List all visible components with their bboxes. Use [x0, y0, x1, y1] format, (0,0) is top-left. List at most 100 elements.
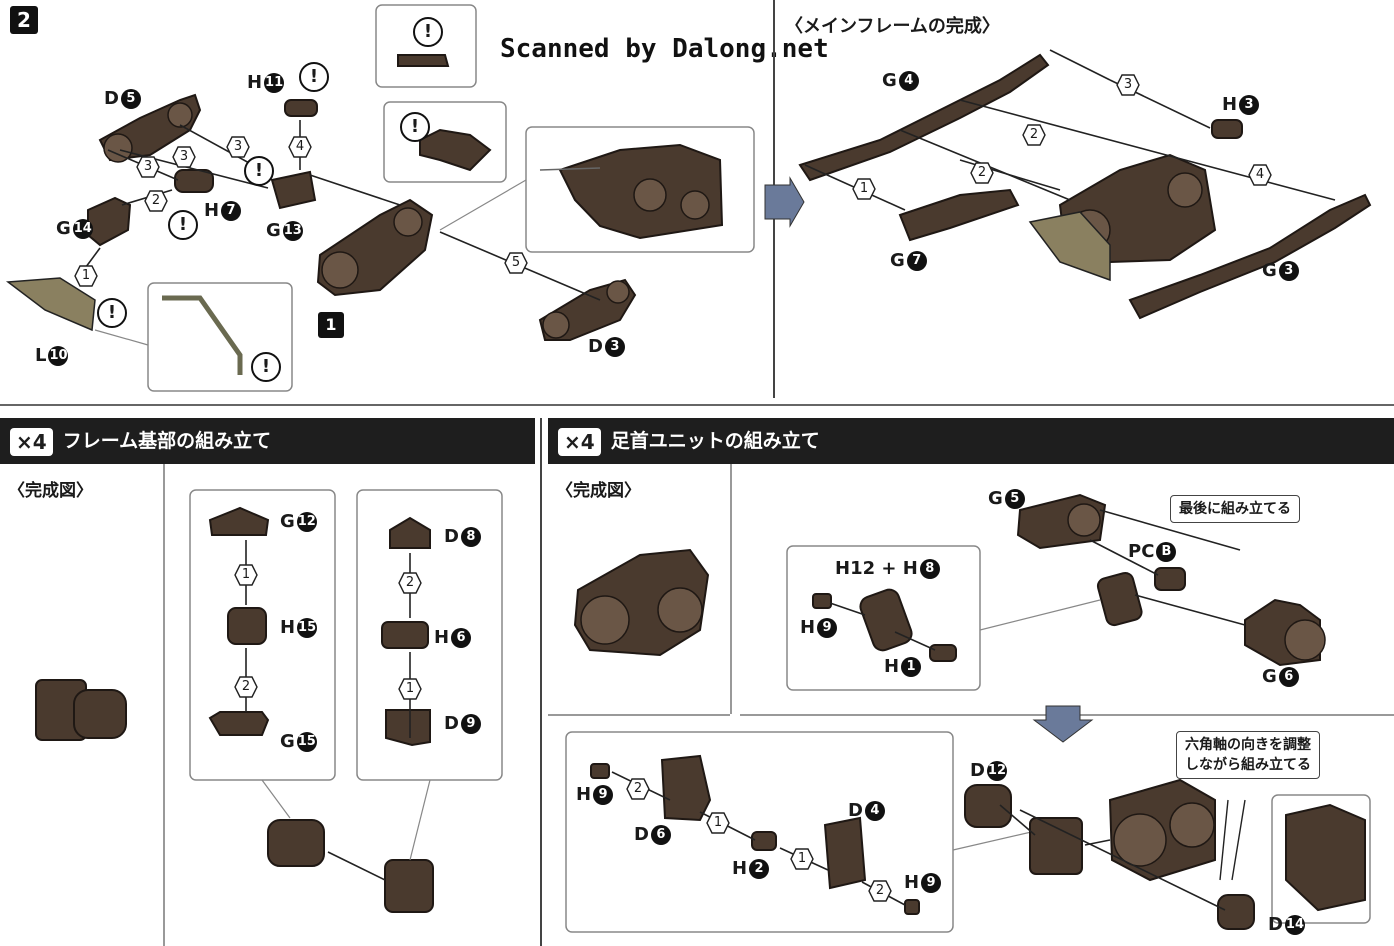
top-divider-horizontal — [0, 404, 1394, 406]
warning-icon: ! — [168, 210, 198, 240]
warning-icon: ! — [413, 17, 443, 47]
completed-frame-base — [35, 679, 127, 741]
step-badge-1: 1 — [318, 312, 344, 338]
multiplier-badge: ×4 — [558, 427, 601, 456]
part-g5 — [1016, 493, 1107, 550]
frame-base-assembly — [267, 819, 434, 913]
part-ankle-stack — [1029, 817, 1083, 875]
part-h9-top — [812, 593, 832, 609]
middle-divider — [540, 418, 542, 946]
completed-view-label-right: 〈完成図〉 — [556, 481, 641, 501]
step-marker-2: 2 — [868, 880, 892, 902]
part-h9-bottom — [904, 899, 920, 915]
part-h7 — [174, 169, 214, 193]
part-d3 — [538, 278, 637, 341]
step-marker-1: 1 — [706, 812, 730, 834]
completed-ankle-unit — [573, 548, 710, 657]
part-ankle-frame — [1108, 778, 1216, 882]
step-marker-1: 1 — [852, 178, 876, 200]
part-g13 — [270, 170, 317, 210]
part-l10 — [5, 277, 96, 332]
step-marker-2: 2 — [398, 572, 422, 594]
part-h12-h8 — [859, 588, 913, 652]
left-completed-divider — [163, 464, 165, 946]
step-marker-3: 3 — [1116, 74, 1140, 96]
part-h2 — [751, 831, 777, 851]
warning-icon: ! — [251, 352, 281, 382]
part-g4 — [798, 53, 1050, 182]
step-marker-4: 4 — [288, 136, 312, 158]
right-completed-divider — [730, 464, 732, 714]
part-h6 — [381, 621, 429, 649]
step-marker-1: 1 — [790, 848, 814, 870]
note-hex-adjust: 六角軸の向きを調整 しながら組み立てる — [1176, 731, 1320, 779]
part-d12 — [964, 784, 1012, 828]
part-pcb — [1154, 567, 1186, 591]
warning-icon: ! — [299, 62, 329, 92]
completed-view-label-left: 〈完成図〉 — [8, 481, 93, 501]
part-h9-left — [590, 763, 610, 779]
multiplier-badge: ×4 — [10, 427, 53, 456]
part-d8 — [389, 516, 431, 549]
part-d14 — [1217, 894, 1255, 930]
right-completed-bottom — [548, 714, 730, 716]
step-marker-1: 1 — [74, 265, 98, 287]
step-marker-1: 1 — [234, 564, 258, 586]
warning-icon: ! — [97, 298, 127, 328]
part-g3 — [1128, 193, 1372, 320]
note-line: 六角軸の向きを調整 — [1185, 737, 1311, 753]
section-title: 足首ユニットの組み立て — [610, 430, 820, 452]
part-g7 — [898, 188, 1020, 242]
step-marker-3: 3 — [172, 146, 196, 168]
part-h15 — [227, 607, 267, 645]
step-marker-3: 3 — [136, 156, 160, 178]
part-small-link — [1096, 571, 1143, 627]
part-g12 — [208, 506, 270, 536]
warning-icon: ! — [244, 156, 274, 186]
note-assemble-last: 最後に組み立てる — [1170, 495, 1300, 523]
part-g15 — [208, 711, 270, 736]
step-marker-2: 2 — [1022, 124, 1046, 146]
part-d4 — [823, 816, 867, 890]
section-header-ankle-unit: ×4 足首ユニットの組み立て — [548, 418, 1394, 464]
step-marker-3: 3 — [226, 136, 250, 158]
step-marker-2: 2 — [144, 190, 168, 212]
part-h3 — [1211, 119, 1243, 139]
step-marker-4: 4 — [1248, 164, 1272, 186]
note-line: しながら組み立てる — [1185, 757, 1311, 773]
part-d5 — [98, 93, 202, 163]
step-marker-2: 2 — [626, 778, 650, 800]
main-frame-complete-title: 〈メインフレームの完成〉 — [785, 16, 1000, 37]
part-h1 — [929, 644, 957, 662]
